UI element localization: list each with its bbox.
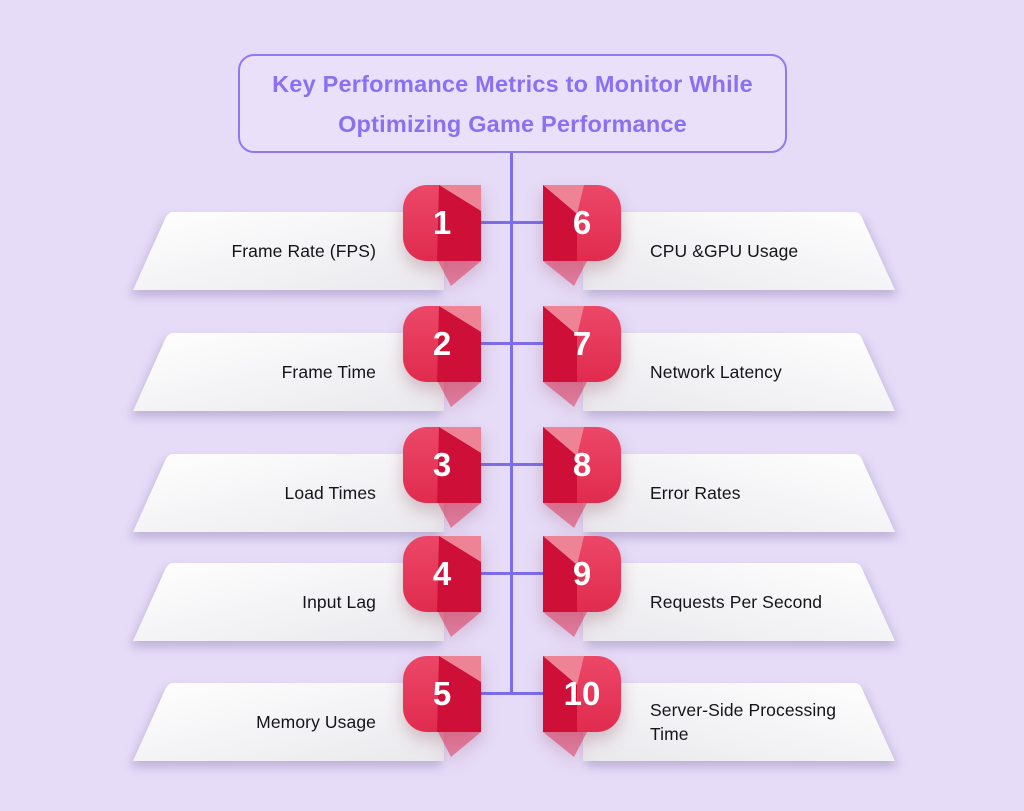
banner-shape (583, 212, 895, 290)
title-line-2: Optimizing Game Performance (338, 110, 687, 137)
number-badge (403, 536, 481, 637)
number-badge (403, 656, 481, 757)
number-badge (543, 185, 621, 286)
number-badge (543, 427, 621, 528)
metric-item-4: Input Lag 4 (133, 536, 493, 681)
row-connector-line (450, 221, 574, 224)
row-connector-line (450, 572, 574, 575)
row-connector-line (450, 463, 574, 466)
metric-item-7: Network Latency 7 (543, 306, 903, 451)
metric-item-3: Load Times 3 (133, 427, 493, 572)
number-badge (543, 536, 621, 637)
number-badge (403, 185, 481, 286)
metric-label: Requests Per Second (650, 591, 823, 612)
banner-shape (133, 454, 444, 532)
badge-number: 9 (572, 555, 592, 592)
badge-number: 2 (432, 325, 452, 362)
metric-label: Frame Time (281, 361, 376, 382)
banner-shape (133, 563, 444, 641)
metric-label: Error Rates (650, 482, 741, 503)
title-line-1: Key Performance Metrics to Monitor While (272, 70, 753, 97)
metric-label: Input Lag (302, 591, 376, 612)
banner-shape (133, 683, 444, 761)
banner-shape (133, 212, 444, 290)
metric-item-2: Frame Time 2 (133, 306, 493, 451)
metric-item-8: Error Rates 8 (543, 427, 903, 572)
banner-shape (583, 683, 895, 761)
metric-label: CPU &GPU Usage (650, 240, 799, 261)
title-box: Key Performance Metrics to Monitor While… (238, 54, 787, 153)
metric-item-1: Frame Rate (FPS) 1 (133, 185, 493, 330)
number-badge (543, 656, 621, 757)
badge-number: 1 (432, 204, 452, 241)
badge-number: 5 (432, 675, 452, 712)
metric-item-10: Server-Side Processing Time 10 (543, 656, 903, 801)
number-badge (403, 427, 481, 528)
metric-label: Server-Side Processing Time (650, 699, 837, 745)
badge-number: 3 (432, 446, 452, 483)
metric-item-9: Requests Per Second 9 (543, 536, 903, 681)
banner-shape (583, 454, 895, 532)
banner-shape (583, 333, 895, 411)
metric-item-5: Memory Usage 5 (133, 656, 493, 801)
badge-number: 8 (572, 446, 592, 483)
metric-item-6: CPU &GPU Usage 6 (543, 185, 903, 330)
row-connector-line (450, 342, 574, 345)
number-badge (403, 306, 481, 407)
badge-number: 10 (563, 675, 601, 712)
connector-vertical-line (510, 153, 513, 695)
badge-number: 4 (432, 555, 452, 592)
metric-label: Memory Usage (256, 711, 376, 732)
metric-label: Frame Rate (FPS) (231, 240, 376, 261)
badge-number: 6 (572, 204, 592, 241)
banner-shape (133, 333, 444, 411)
number-badge (543, 306, 621, 407)
badge-number: 7 (572, 325, 592, 362)
metric-label: Network Latency (650, 361, 782, 382)
banner-shape (583, 563, 895, 641)
metric-label: Load Times (284, 482, 376, 503)
row-connector-line (450, 692, 574, 695)
